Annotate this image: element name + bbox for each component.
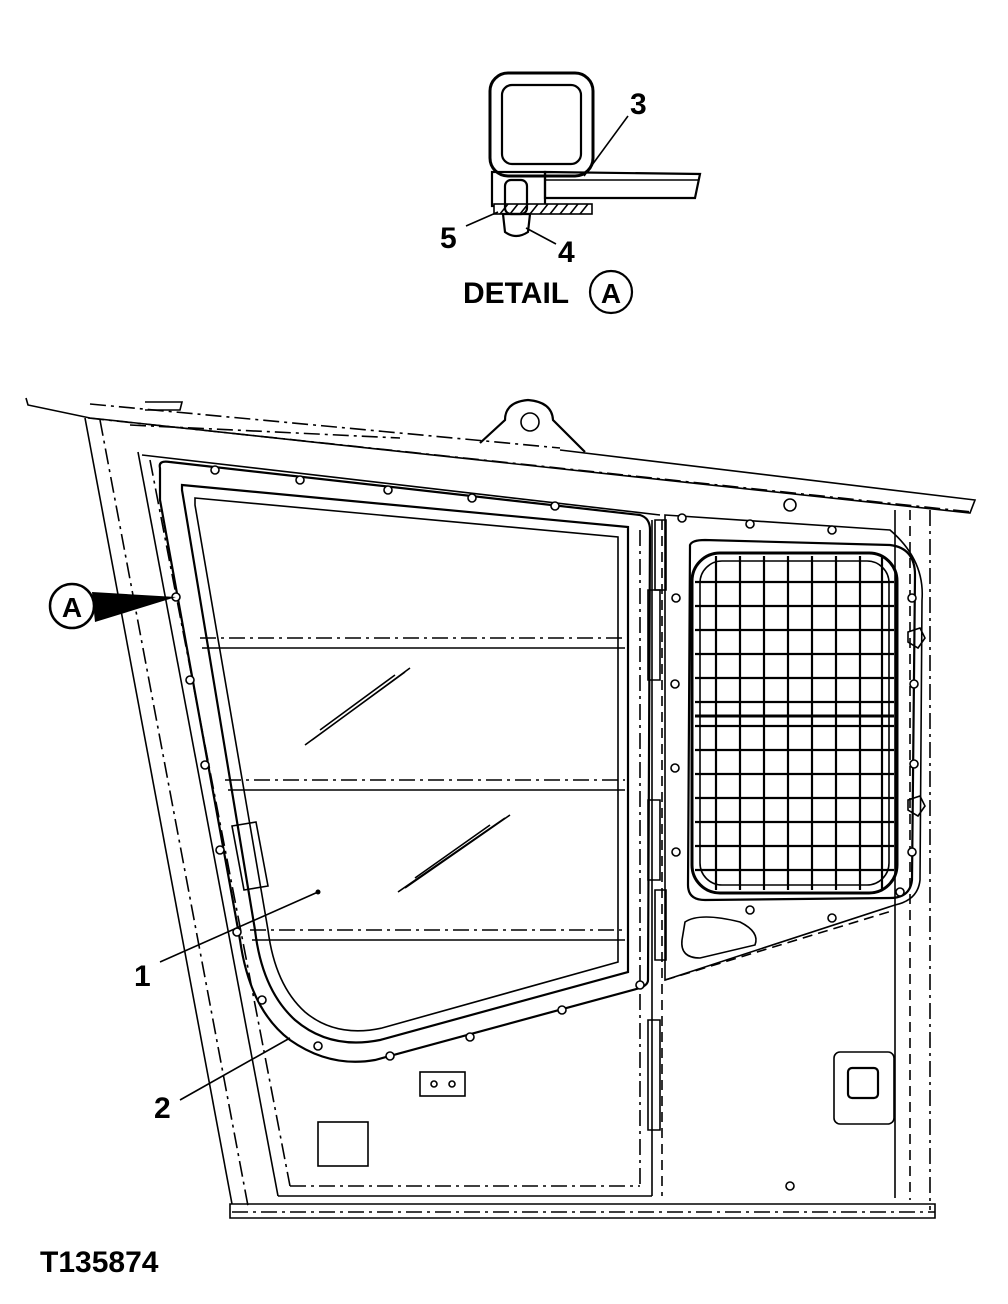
figure-id: T135874 [40,1246,159,1279]
cab-outline [25,397,977,1219]
callout-3: 3 [630,88,647,121]
callout-2: 2 [154,1092,171,1125]
door-window-frame [158,460,652,1167]
callout-1: 1 [134,960,151,993]
main-callouts: 1 2 [134,889,321,1125]
detail-marker-letter: A [62,592,82,623]
guard-grid [695,556,894,890]
detail-a-marker: A [48,582,176,630]
detail-a-view: 3 4 5 DETAIL A [440,71,702,315]
rear-window-guard [664,498,926,1191]
detail-title: DETAIL [463,277,569,310]
callout-5: 5 [440,222,457,255]
door-hinges [647,519,667,1131]
detail-title-letter: A [601,278,621,309]
detail-letter-circle [588,269,634,315]
callout-4: 4 [558,236,575,269]
